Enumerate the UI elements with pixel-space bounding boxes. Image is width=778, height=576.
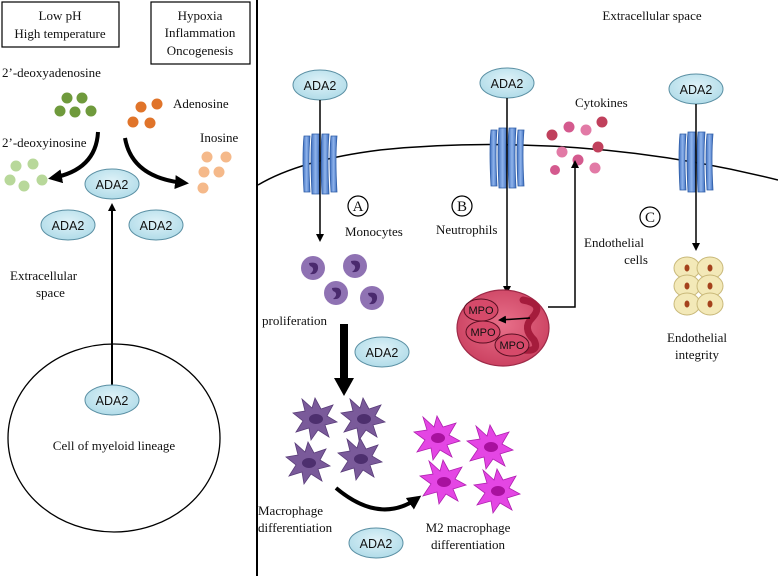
macrophage-cells [285, 397, 386, 485]
deoxyadenosine-molecules [54, 92, 97, 118]
differentiation-arrow-head [334, 378, 354, 396]
label-space: space [36, 285, 65, 300]
svg-text:MPO: MPO [468, 305, 494, 317]
monocyte-cells [301, 254, 384, 310]
myeloid-cell [7, 343, 221, 533]
conditions-box-low-ph: Low pH High temperature [1, 1, 120, 48]
svg-text:ADA2: ADA2 [96, 394, 129, 408]
svg-text:ADA2: ADA2 [304, 79, 337, 93]
ada2-monocyte: ADA2 [292, 69, 348, 101]
mpo-granules: MPO MPO MPO [463, 298, 530, 357]
svg-text:ADA2: ADA2 [366, 346, 399, 360]
degranulation-arrow [498, 315, 531, 324]
m2-macrophage-cells [413, 415, 521, 514]
cytokine-molecules [546, 116, 608, 175]
ada2-enzyme-center: ADA2 [84, 168, 140, 200]
label-deoxyinosine: 2’-deoxyinosine [2, 135, 87, 150]
svg-text:ADA2: ADA2 [360, 537, 393, 551]
svg-text:C: C [645, 210, 655, 226]
svg-text:B: B [457, 199, 467, 215]
ada2-enzyme-right: ADA2 [128, 209, 184, 241]
conditions-box-hypoxia: Hypoxia Inflammation Oncogenesis [150, 1, 251, 65]
label-myeloid-cell: Cell of myeloid lineage [53, 438, 176, 453]
svg-text:ADA2: ADA2 [140, 219, 173, 233]
label-adenosine: Adenosine [173, 96, 229, 111]
endothelial-cells [673, 256, 724, 316]
reaction-arrow-deoxyadenosine [48, 131, 100, 184]
condition-low-ph: Low pH [39, 8, 82, 23]
condition-oncogenesis: Oncogenesis [167, 43, 233, 58]
adenosine-molecules [127, 98, 163, 129]
reaction-arrow-adenosine [123, 137, 189, 190]
label-deoxyadenosine: 2’-deoxyadenosine [2, 65, 101, 80]
deoxyinosine-molecules [4, 158, 48, 192]
label-cells: cells [624, 252, 648, 267]
cytokine-release-arrow [548, 160, 579, 308]
condition-inflammation: Inflammation [165, 25, 236, 40]
inosine-molecules [197, 151, 232, 194]
label-macrophage: Macrophage [258, 503, 323, 518]
ada2-enzyme-left: ADA2 [40, 209, 96, 241]
label-macrophage-differentiation: differentiation [258, 520, 333, 535]
neutrophil-cell: MPO MPO MPO [456, 289, 550, 367]
svg-text:ADA2: ADA2 [680, 83, 713, 97]
panel-label-b: B [451, 195, 473, 217]
condition-high-temperature: High temperature [14, 26, 106, 41]
label-endothelial-integrity-1: Endothelial [667, 330, 727, 345]
panel-label-c: C [639, 206, 661, 228]
svg-text:MPO: MPO [499, 340, 525, 352]
ada2-macrophage: ADA2 [348, 527, 404, 559]
label-extracellular: Extracellular [10, 268, 78, 283]
label-endothelial-integrity-2: integrity [675, 347, 720, 362]
label-neutrophils: Neutrophils [436, 222, 497, 237]
label-proliferation: proliferation [262, 313, 327, 328]
svg-text:MPO: MPO [470, 327, 496, 339]
m2-differentiation-arrow [334, 486, 422, 512]
ada2-proliferation: ADA2 [354, 336, 410, 368]
svg-text:ADA2: ADA2 [52, 219, 85, 233]
svg-text:A: A [353, 199, 364, 215]
label-inosine: Inosine [200, 130, 239, 145]
label-m2-differentiation: differentiation [431, 537, 506, 552]
ada2-neutrophil: ADA2 [479, 67, 535, 99]
label-monocytes: Monocytes [345, 224, 403, 239]
label-m2-macrophage: M2 macrophage [426, 520, 511, 535]
label-endothelial: Endothelial [584, 235, 644, 250]
label-extracellular-space: Extracellular space [602, 8, 701, 23]
svg-text:ADA2: ADA2 [491, 77, 524, 91]
condition-hypoxia: Hypoxia [178, 8, 223, 23]
ada2-enzyme-intracellular: ADA2 [84, 384, 140, 416]
panel-label-a: A [347, 195, 369, 217]
svg-text:ADA2: ADA2 [96, 178, 129, 192]
ada2-endothelial: ADA2 [668, 73, 724, 105]
label-cytokines: Cytokines [575, 95, 628, 110]
